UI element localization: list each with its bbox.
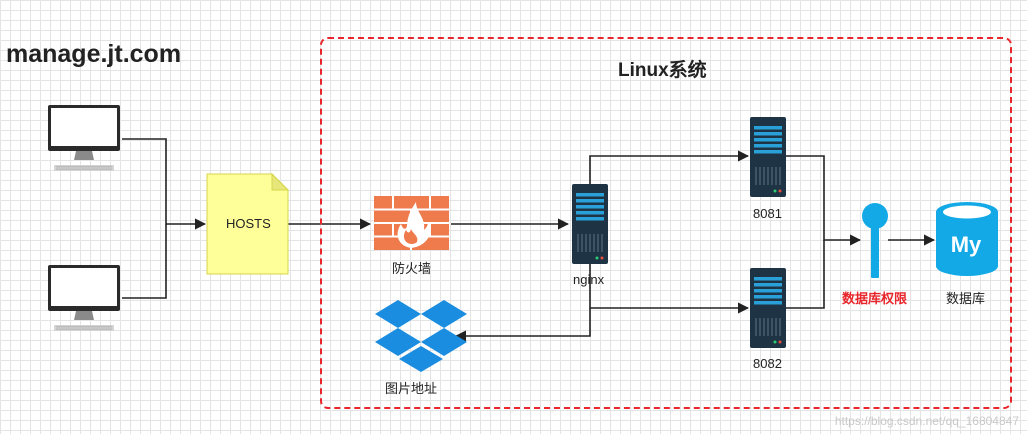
hosts-label: HOSTS: [226, 216, 271, 231]
firewall-label: 防火墙: [392, 261, 432, 276]
server-icon: [572, 184, 608, 264]
connector-8082-dbperm: [786, 240, 825, 309]
permission-key-icon: [862, 203, 888, 278]
page-title: manage.jt.com: [6, 40, 182, 68]
connectors: [122, 138, 936, 342]
computer-icon: [48, 265, 120, 331]
connector-pc2-hosts: [122, 224, 167, 299]
computer-icon: [48, 105, 120, 171]
nginx-label: nginx: [573, 272, 605, 287]
db-permission-label: 数据库权限: [842, 291, 908, 306]
image-address-label: 图片地址: [385, 381, 438, 396]
database-label: 数据库: [946, 291, 986, 306]
connector-8081-dbperm: [786, 155, 862, 246]
watermark: https://blog.csdn.net/qq_16804847: [834, 414, 1019, 428]
firewall-icon: [374, 196, 449, 250]
linux-system-title: Linux系统: [618, 60, 707, 81]
server-icon: [750, 117, 786, 197]
linux-system-boundary: [320, 37, 1012, 409]
server-icon: [750, 268, 786, 348]
connector-nginx-8081: [589, 150, 750, 184]
server-8081-label: 8081: [753, 206, 782, 221]
connector-pc1-hosts: [122, 138, 207, 230]
hosts-note-icon: [206, 172, 290, 275]
mysql-logo-text: My: [951, 232, 982, 257]
connector-nginx-images: [454, 308, 591, 342]
mysql-database-icon: My: [936, 202, 998, 276]
dropbox-icon: [375, 300, 467, 372]
server-8082-label: 8082: [753, 356, 782, 371]
